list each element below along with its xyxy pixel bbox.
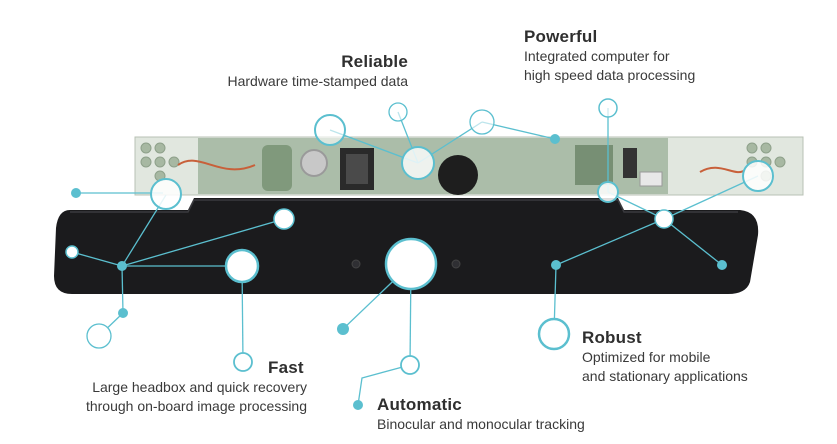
- callout-reliable: Reliable Hardware time-stamped data: [150, 52, 408, 91]
- callout-automatic: Automatic Binocular and monocular tracki…: [377, 395, 677, 434]
- fast-line-2: through on-board image processing: [85, 398, 307, 414]
- powerful-line-2: high speed data processing: [524, 67, 696, 83]
- robust-line-2: and stationary applications: [582, 368, 748, 384]
- powerful-line-1: Integrated computer for: [524, 48, 670, 64]
- callout-robust: Robust Optimized for mobile and stationa…: [582, 328, 822, 386]
- automatic-line-1: Binocular and monocular tracking: [377, 416, 585, 432]
- robust-title: Robust: [582, 328, 642, 347]
- fast-line-1: Large headbox and quick recovery: [92, 379, 307, 395]
- powerful-title: Powerful: [524, 27, 598, 46]
- robust-line-1: Optimized for mobile: [582, 349, 711, 365]
- automatic-title: Automatic: [377, 395, 462, 414]
- reliable-title: Reliable: [341, 52, 408, 71]
- circuit-board: [134, 136, 804, 196]
- callout-rings: [65, 98, 774, 375]
- callout-powerful: Powerful Integrated computer for high sp…: [524, 27, 784, 85]
- callout-fast: Fast Large headbox and quick recovery th…: [20, 358, 307, 416]
- callout-dots: [71, 134, 727, 410]
- callout-lines: [71, 108, 759, 406]
- fast-title: Fast: [268, 358, 304, 377]
- reliable-line-1: Hardware time-stamped data: [227, 73, 408, 89]
